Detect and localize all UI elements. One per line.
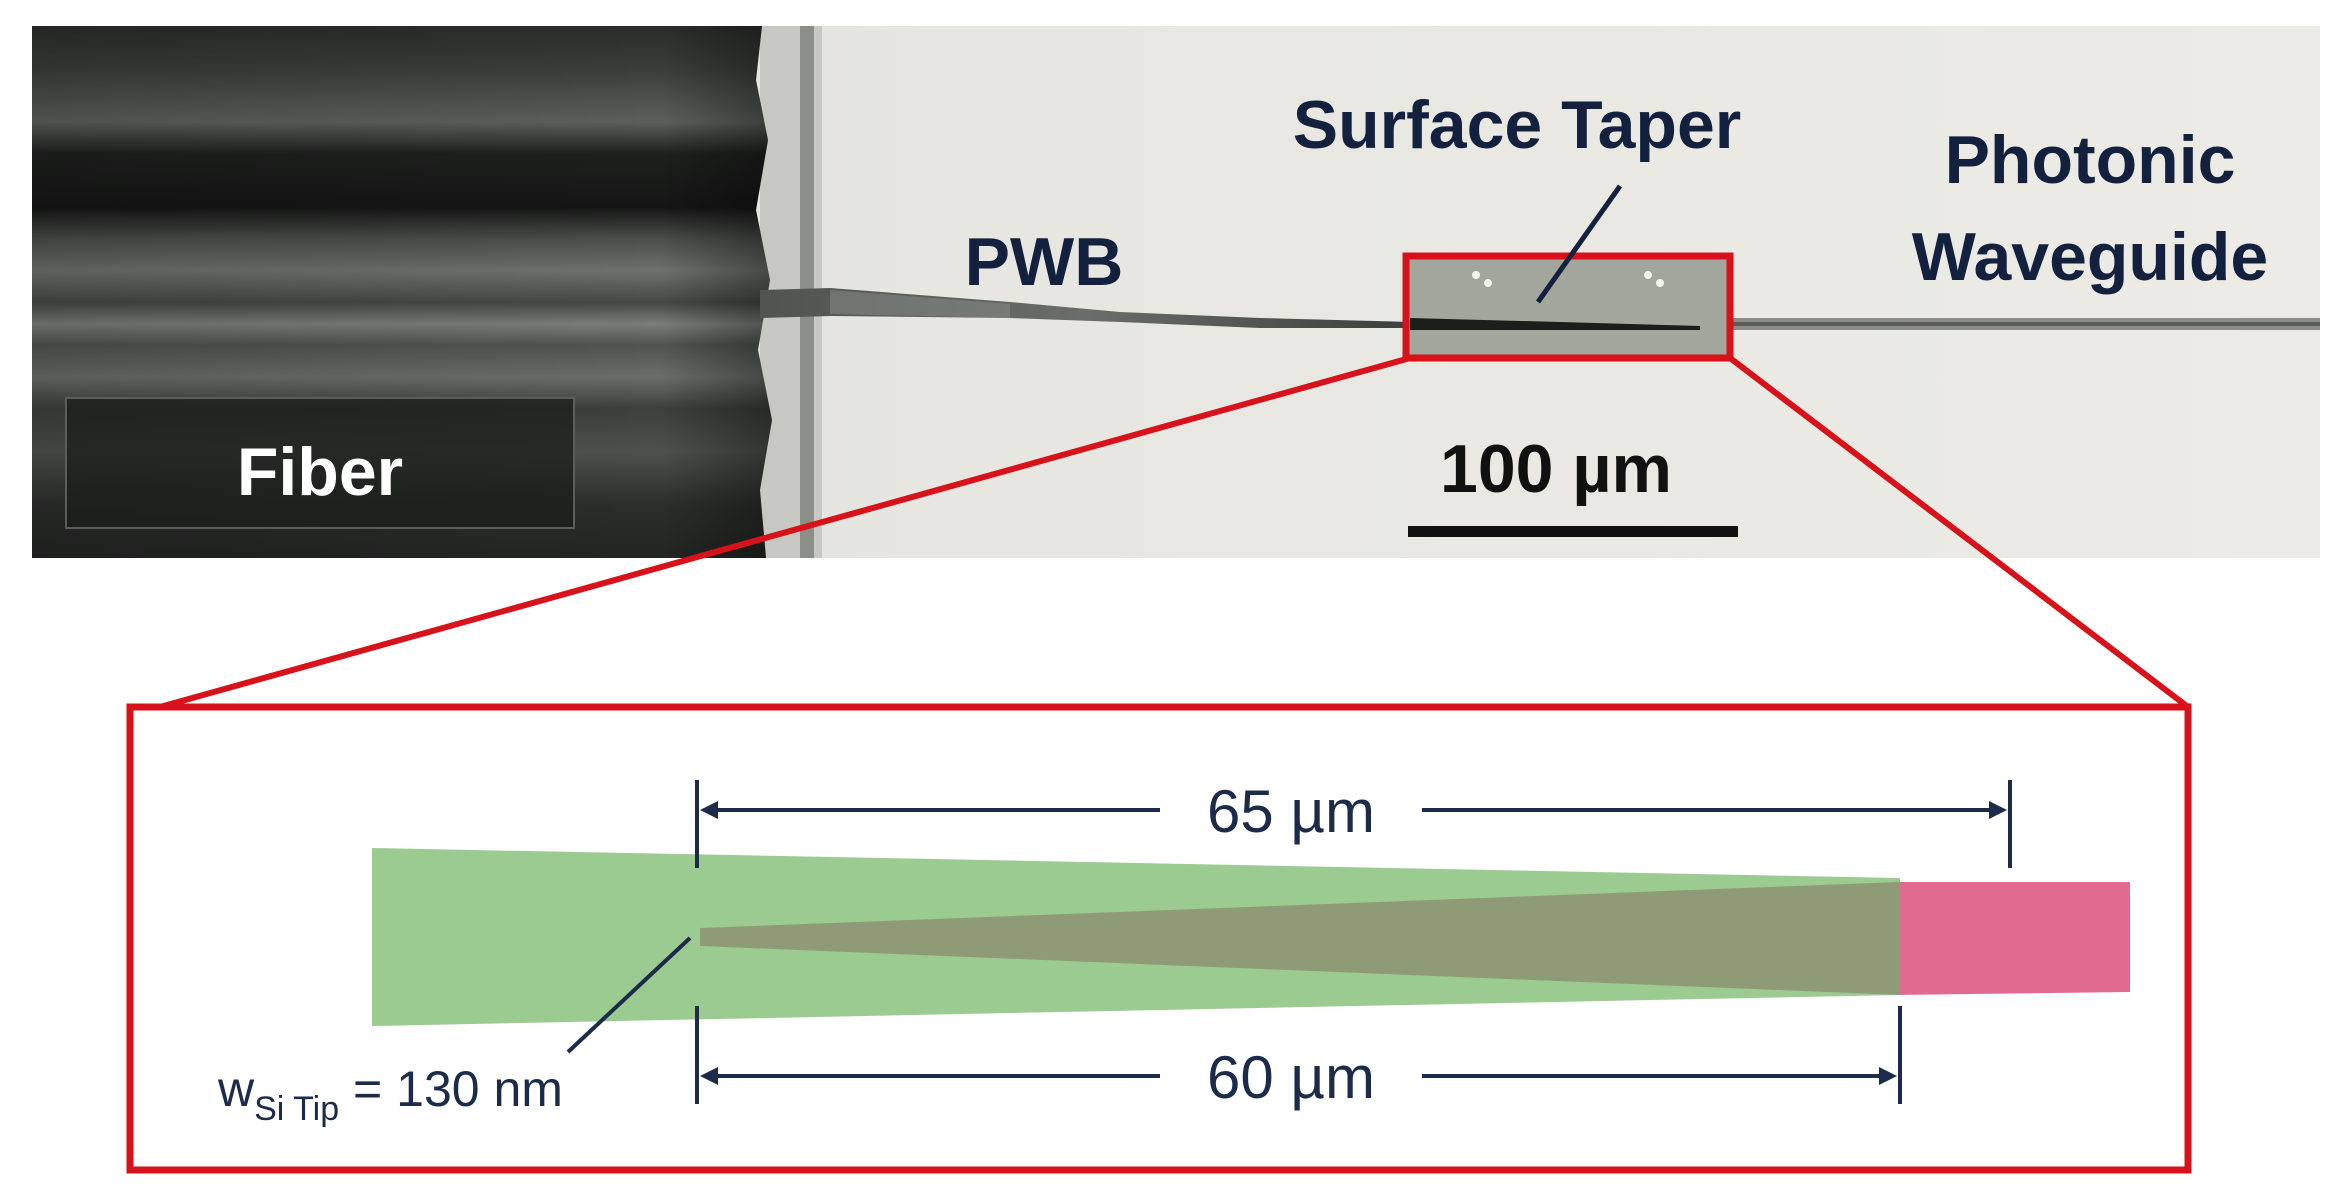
surface-taper-pointer bbox=[1535, 184, 1623, 304]
alignment-mark-right-2 bbox=[1656, 279, 1664, 287]
surface-taper-core bbox=[1410, 318, 1700, 330]
surface-taper-region bbox=[1406, 256, 1730, 358]
schematic-panel: 65 µm 60 µm wSi Tip = 130 nm bbox=[126, 703, 2192, 1174]
tip-width-label: wSi Tip = 130 nm bbox=[217, 1061, 563, 1128]
pwb-label: PWB bbox=[965, 224, 1124, 300]
micrograph-panel: Fiber PWB Surface Taper Photonic Wavegui… bbox=[32, 26, 2320, 558]
tip-width-value: = 130 nm bbox=[339, 1061, 563, 1117]
zoom-line-right bbox=[1728, 355, 2190, 710]
dim-top-arrow-right bbox=[1989, 801, 2007, 819]
photonic-waveguide-label-line2: Waveguide bbox=[1912, 219, 2268, 295]
dim-top-arrow-left bbox=[700, 801, 718, 819]
dim-top-label: 65 µm bbox=[1207, 778, 1375, 845]
fiber-label-box bbox=[65, 397, 575, 529]
tip-width-pointer bbox=[566, 936, 692, 1054]
scale-bar-label: 100 µm bbox=[1440, 431, 1672, 507]
dim-bottom-arrow-left bbox=[700, 1067, 718, 1085]
alignment-mark-right bbox=[1644, 271, 1652, 279]
silicon-waveguide bbox=[1900, 882, 2130, 995]
dim-bottom-label: 60 µm bbox=[1207, 1044, 1375, 1111]
dim-bottom-arrow-right bbox=[1879, 1067, 1897, 1085]
fiber-label: Fiber bbox=[237, 434, 403, 510]
scale-bar bbox=[1408, 526, 1738, 537]
photonic-waveguide-core bbox=[1730, 322, 2320, 326]
photonic-waveguide-label-line1: Photonic bbox=[1945, 122, 2236, 198]
silicon-taper-overlap bbox=[700, 882, 1900, 995]
tip-width-symbol: w bbox=[217, 1061, 255, 1117]
zoom-line-left bbox=[159, 355, 1411, 710]
pwb-ripples bbox=[830, 290, 1010, 318]
alignment-mark-left-2 bbox=[1484, 279, 1492, 287]
surface-taper-label: Surface Taper bbox=[1293, 87, 1741, 163]
tip-width-subscript: Si Tip bbox=[254, 1090, 339, 1128]
alignment-mark-left bbox=[1472, 271, 1480, 279]
